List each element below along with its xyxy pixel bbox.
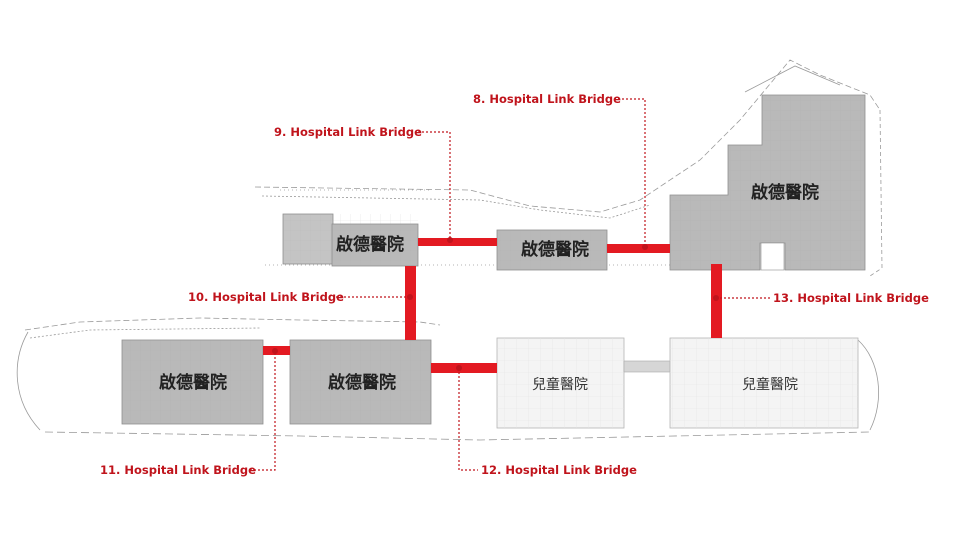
building-label: 兒童醫院 [742, 376, 798, 393]
dot-13 [713, 295, 719, 301]
child-connector [623, 360, 671, 373]
callout-bridge-8: 8. Hospital Link Bridge [473, 92, 621, 106]
building-label: 啟德醫院 [328, 372, 396, 393]
dot-9 [447, 237, 453, 243]
building-kd-top-left: 啟德醫院 [282, 213, 419, 267]
bridge-9 [418, 238, 497, 246]
building-label: 兒童醫院 [532, 376, 588, 393]
building-label: 啟德醫院 [159, 372, 227, 393]
building-child-1: 兒童醫院 [496, 337, 625, 429]
building-label: 啟德醫院 [336, 234, 404, 255]
building-kd-bottom-left: 啟德醫院 [121, 339, 264, 425]
building-child-2: 兒童醫院 [669, 337, 859, 429]
bridge-12 [431, 363, 497, 373]
leader-8 [614, 98, 646, 247]
leader-11 [250, 351, 276, 471]
dot-10 [407, 294, 413, 300]
building-kd-top-right: 啟德醫院 [669, 94, 866, 271]
building-label: 啟德醫院 [751, 182, 819, 203]
buildings: 啟德醫院 啟德醫院 啟德醫院 啟德醫院 啟德醫院 [121, 94, 866, 429]
leader-9 [418, 131, 451, 240]
dot-11 [272, 348, 278, 354]
site-boundary-upper [254, 59, 881, 213]
site-boundary-right [869, 109, 883, 277]
building-kd-bottom-mid: 啟德醫院 [289, 339, 432, 425]
callout-labels: 8. Hospital Link Bridge 9. Hospital Link… [100, 92, 929, 477]
site-boundary-left-curve [16, 331, 41, 431]
leader-12 [458, 368, 478, 471]
dot-8 [642, 244, 648, 250]
callout-dots [272, 237, 719, 371]
building-label: 啟德醫院 [521, 239, 589, 260]
bridge-8 [607, 244, 670, 253]
site-road-lower [44, 431, 871, 441]
site-outlines [16, 59, 883, 441]
site-boundary-upper-inner [261, 195, 651, 219]
bridge-10 [405, 266, 416, 340]
callout-bridge-13: 13. Hospital Link Bridge [773, 291, 929, 305]
callout-leaders [250, 98, 770, 471]
dot-12 [456, 365, 462, 371]
site-boundary-right-curve [857, 339, 879, 431]
site-boundary-lower-inner [29, 327, 261, 339]
callout-bridge-11: 11. Hospital Link Bridge [100, 463, 256, 477]
building-kd-top-mid: 啟德醫院 [496, 229, 608, 271]
bridge-13 [711, 264, 722, 338]
callout-bridge-12: 12. Hospital Link Bridge [481, 463, 637, 477]
callout-bridge-9: 9. Hospital Link Bridge [274, 125, 422, 139]
site-boundary-roof-peak [744, 65, 841, 93]
site-boundary-lower [24, 317, 441, 331]
callout-bridge-10: 10. Hospital Link Bridge [188, 290, 344, 304]
